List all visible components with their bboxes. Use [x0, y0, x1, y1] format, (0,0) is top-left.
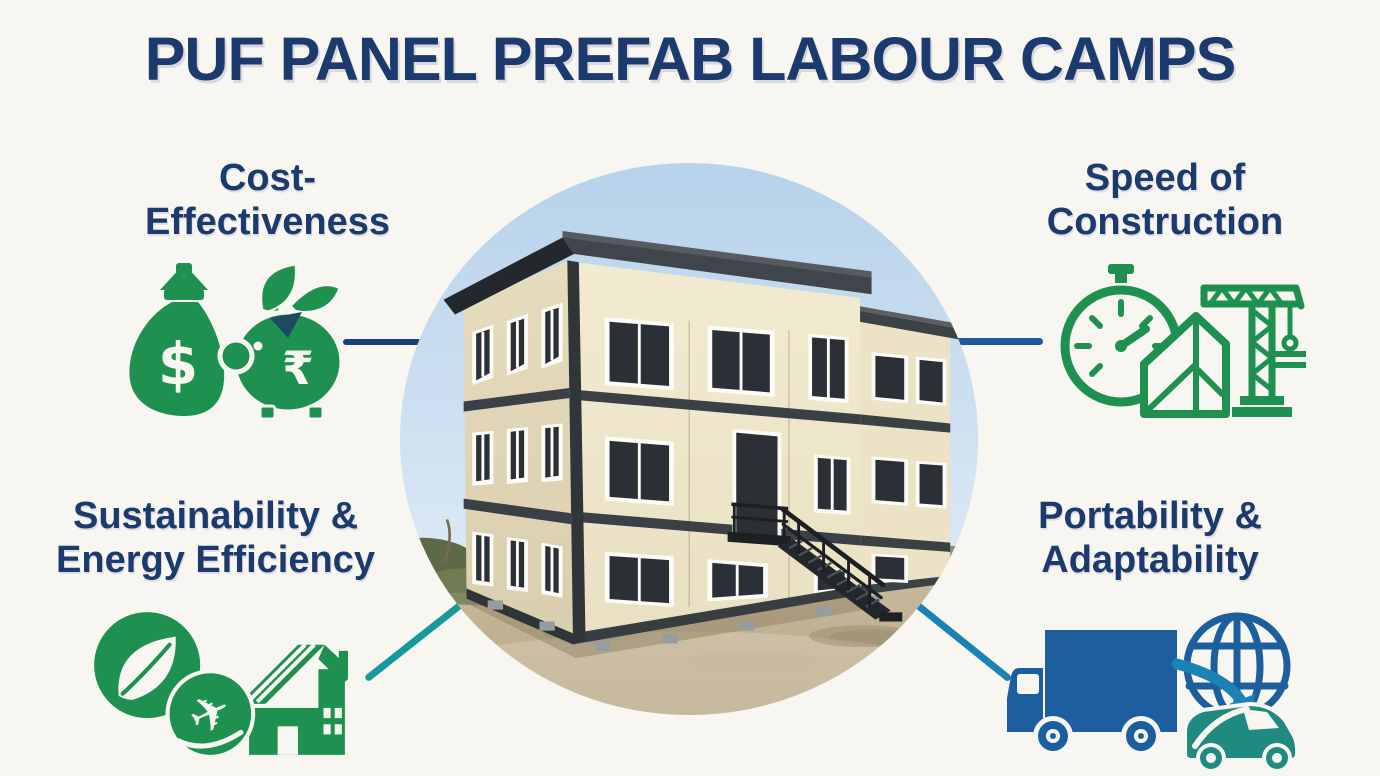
feature-label-speed-of-construction: Speed of Construction [980, 156, 1350, 244]
corner-post [567, 260, 586, 645]
connector-line-speed [955, 338, 1043, 345]
tower-crane-icon [1200, 284, 1306, 417]
label-line: Speed of [1084, 157, 1246, 199]
house-frame-icon [1140, 312, 1230, 418]
piggy-bank-rupee-icon: ₹ [217, 308, 342, 421]
roof [443, 231, 872, 315]
label-line: Construction [1046, 201, 1284, 244]
label-line: Portability & [1038, 495, 1262, 537]
prefab-building-illustration [400, 163, 978, 715]
airplane-circle-icon: ✈ [165, 669, 256, 759]
left-face [463, 261, 574, 645]
dollar-symbol: $ [158, 330, 198, 398]
sustainability-icons: ✈ [94, 612, 348, 759]
money-bag-dollar-icon: $ [129, 263, 225, 416]
label-line: Effectiveness [144, 201, 390, 244]
right-face [567, 261, 861, 645]
feature-label-portability-adaptability: Portability & Adaptability [975, 494, 1325, 582]
label-line: Cost- [218, 157, 317, 199]
connector-line-cost [343, 339, 421, 345]
page-title: PUF PANEL PREFAB LABOUR CAMPS [144, 25, 1237, 93]
cost-effectiveness-icons: $ ₹ [129, 262, 342, 421]
prefab-building [443, 231, 958, 659]
connector-line-sustainability [363, 598, 468, 683]
feature-label-sustainability-energy-efficiency: Sustainability & Energy Efficiency [18, 494, 413, 582]
label-line: Adaptability [1041, 539, 1259, 582]
door [736, 432, 778, 538]
connector-line-portability [905, 594, 1013, 683]
delivery-van-arrow-icon [1171, 658, 1299, 773]
label-line: Sustainability & [72, 495, 359, 537]
box-truck-icon [1007, 630, 1177, 756]
solar-house-icon [238, 643, 348, 755]
annex-block [854, 305, 958, 595]
label-line: Energy Efficiency [56, 539, 375, 582]
rupee-symbol: ₹ [282, 341, 314, 395]
building-photo [400, 163, 978, 715]
portability-icons [1007, 612, 1299, 773]
leaves-icon [259, 262, 342, 314]
feature-label-cost-effectiveness: Cost- Effectiveness [95, 156, 440, 244]
staircase [727, 502, 915, 648]
speed-of-construction-icons [1060, 264, 1306, 418]
